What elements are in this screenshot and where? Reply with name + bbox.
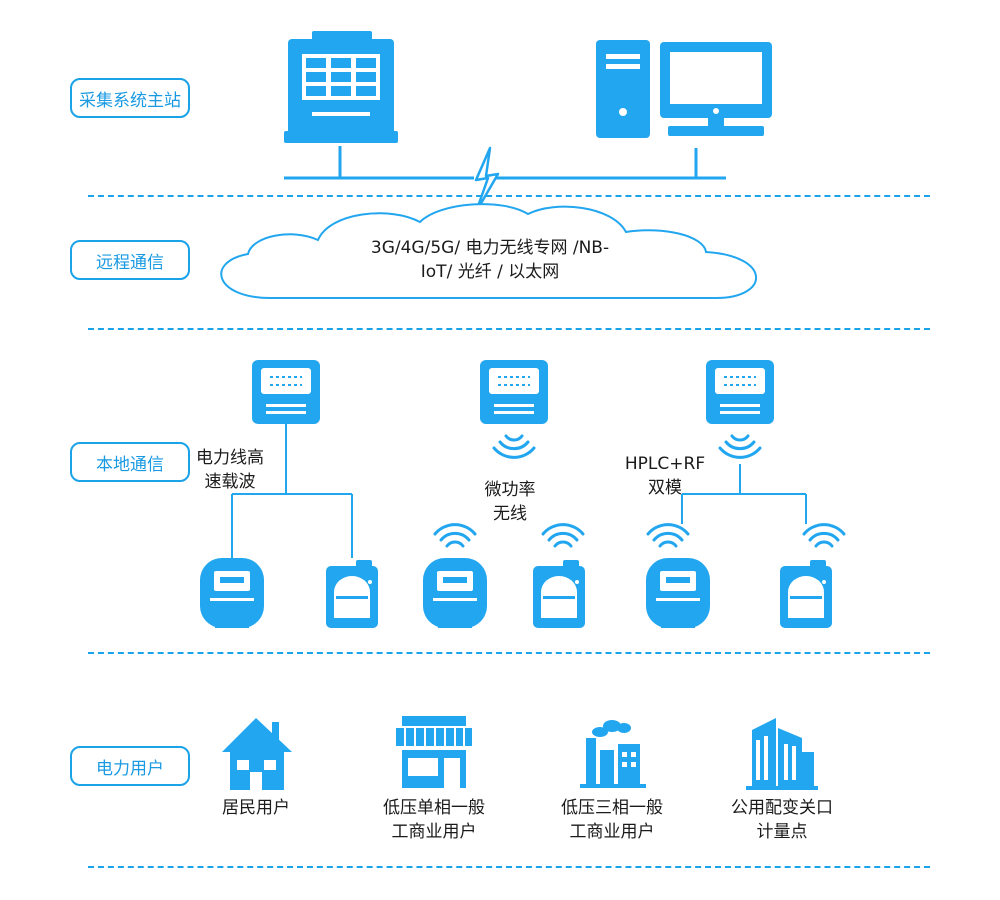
divider-1: [88, 195, 930, 197]
single-phase-meter-icon-3: [646, 558, 710, 628]
wifi-icon-meter-2b: [541, 523, 585, 548]
cloud-shape: [220, 203, 757, 299]
micro-wireless-label-line2: 无线: [493, 504, 527, 524]
house-icon: [222, 718, 292, 790]
wifi-icon-concentrator-2: [492, 434, 536, 459]
dual-mode-label-line1: HPLC+RF: [624, 454, 706, 474]
cloud-text-line1: 3G/4G/5G/ 电力无线专网 /NB-: [370, 238, 610, 258]
server-rack-icon: [284, 31, 398, 143]
low-single-user-label-line1: 低压单相一般: [383, 798, 485, 818]
section-label-power-users: 电力用户: [70, 746, 190, 786]
section-label-remote-comm: 远程通信: [70, 240, 190, 280]
concentrator-icon-dual: [705, 359, 775, 425]
lightning-icon: [474, 146, 500, 214]
low-three-user-label-line1: 低压三相一般: [561, 798, 663, 818]
public-meter-label-line2: 计量点: [756, 822, 808, 842]
concentrator-icon-plc: [251, 359, 321, 425]
cloud-text-line2: IoT/ 光纤 / 以太网: [420, 262, 560, 282]
low-three-user-label-line2: 工商业用户: [569, 822, 655, 842]
dual-mode-label-line2: 双模: [648, 478, 682, 498]
factory-icon: [580, 720, 646, 788]
office-building-icon: [746, 718, 818, 790]
three-phase-meter-icon-3: [780, 560, 832, 628]
wifi-icon-concentrator-3: [718, 434, 762, 459]
wifi-icon-meter-2a: [433, 523, 477, 548]
public-meter-label-line1: 公用配变关口: [731, 798, 833, 818]
micro-wireless-label-line1: 微功率: [484, 480, 536, 500]
concentrator-icon-wireless: [479, 359, 549, 425]
divider-3: [88, 652, 930, 654]
single-phase-meter-icon-1: [200, 558, 264, 628]
divider-4: [88, 866, 930, 868]
shop-icon: [396, 716, 472, 788]
desktop-computer-icon: [596, 40, 772, 138]
section-label-master-station: 采集系统主站: [70, 78, 190, 118]
low-single-user-label-line2: 工商业用户: [391, 822, 477, 842]
wifi-icon-meter-3b: [802, 523, 846, 548]
plc-label-line1: 电力线高: [196, 448, 264, 468]
three-phase-meter-icon-1: [326, 560, 378, 628]
wifi-icon-meter-3a: [646, 523, 690, 548]
single-phase-meter-icon-2: [423, 558, 487, 628]
residential-user-label: 居民用户: [222, 798, 290, 818]
divider-2: [88, 328, 930, 330]
section-label-local-comm: 本地通信: [70, 442, 190, 482]
network-bus-line: [284, 146, 726, 180]
three-phase-meter-icon-2: [533, 560, 585, 628]
plc-label-line2: 速载波: [204, 472, 256, 492]
plc-wires: [231, 424, 353, 558]
dual-mode-wires: [681, 464, 807, 524]
